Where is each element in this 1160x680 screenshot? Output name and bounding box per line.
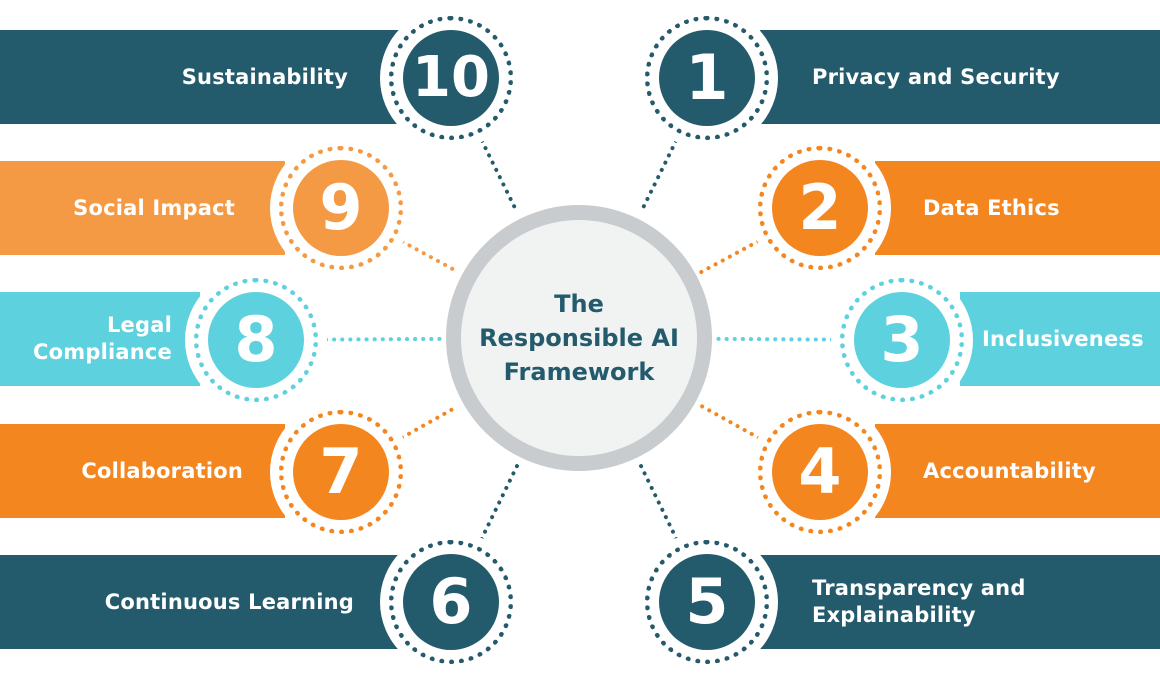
band-social-impact: Social Impact [0, 161, 285, 255]
item-number-8: 8 [234, 303, 278, 376]
number-badge-5: 5 [636, 531, 778, 673]
connector-6 [479, 461, 521, 541]
band-inclusiveness: Inclusiveness [960, 292, 1160, 386]
item-number-6: 6 [429, 565, 473, 638]
number-disc: 6 [403, 554, 499, 650]
number-disc: 2 [772, 160, 868, 256]
item-number-3: 3 [880, 303, 924, 376]
item-number-7: 7 [319, 435, 363, 508]
dotted-ring [645, 16, 769, 140]
number-disc: 9 [293, 160, 389, 256]
band-transparency-and-explainability: Transparency and Explainability [760, 555, 1160, 649]
number-disc: 1 [659, 30, 755, 126]
dotted-ring [389, 540, 513, 664]
number-disc: 8 [208, 292, 304, 388]
dotted-ring [194, 278, 318, 402]
connector-9 [400, 239, 459, 274]
number-badge-9: 9 [270, 137, 412, 279]
number-disc: 10 [403, 30, 499, 126]
connector-1 [638, 138, 679, 216]
connector-4 [698, 403, 761, 440]
dotted-ring [840, 278, 964, 402]
dotted-ring [279, 146, 403, 270]
dotted-ring [645, 540, 769, 664]
item-number-1: 1 [685, 41, 729, 114]
hub-inner: The Responsible AI Framework [461, 220, 697, 456]
item-label-1: Privacy and Security [812, 64, 1060, 89]
item-label-4: Accountability [923, 458, 1096, 483]
number-badge-7: 7 [270, 401, 412, 543]
item-label-7: Collaboration [81, 458, 243, 483]
item-label-5: Transparency and Explainability [812, 576, 1026, 627]
item-number-9: 9 [319, 171, 363, 244]
band-continuous-learning: Continuous Learning [0, 555, 400, 649]
number-disc: 4 [772, 424, 868, 520]
hub-title: The Responsible AI Framework [479, 290, 679, 386]
dotted-ring [758, 410, 882, 534]
connector-5 [637, 461, 679, 541]
item-label-6: Continuous Learning [104, 589, 354, 614]
dotted-ring [279, 410, 403, 534]
item-label-10: Sustainability [181, 64, 348, 89]
band-data-ethics: Data Ethics [875, 161, 1160, 255]
number-badge-6: 6 [380, 531, 522, 673]
number-badge-10: 10 [380, 7, 522, 149]
item-number-10: 10 [412, 45, 490, 110]
number-disc: 3 [854, 292, 950, 388]
band-accountability: Accountability [875, 424, 1160, 518]
number-badge-4: 4 [749, 401, 891, 543]
band-legal-compliance: Legal Compliance [0, 292, 200, 386]
item-number-5: 5 [685, 565, 729, 638]
connector-2 [699, 239, 761, 274]
connector-3 [716, 336, 834, 342]
item-label-9: Social Impact [73, 195, 235, 220]
number-badge-2: 2 [749, 137, 891, 279]
band-privacy-and-security: Privacy and Security [760, 30, 1160, 124]
framework-hub: The Responsible AI Framework [446, 205, 712, 471]
connector-10 [479, 138, 520, 216]
band-sustainability: Sustainability [0, 30, 400, 124]
item-number-2: 2 [798, 171, 842, 244]
number-badge-3: 3 [831, 269, 973, 411]
dotted-ring [389, 16, 513, 140]
number-badge-8: 8 [185, 269, 327, 411]
number-disc: 7 [293, 424, 389, 520]
item-label-3: Inclusiveness [982, 326, 1144, 351]
connector-7 [400, 404, 460, 440]
item-label-2: Data Ethics [923, 195, 1060, 220]
number-badge-1: 1 [636, 7, 778, 149]
item-label-8: Legal Compliance [33, 313, 172, 364]
dotted-ring [758, 146, 882, 270]
number-disc: 5 [659, 554, 755, 650]
connector-8 [324, 336, 442, 342]
band-collaboration: Collaboration [0, 424, 285, 518]
item-number-4: 4 [798, 435, 842, 508]
